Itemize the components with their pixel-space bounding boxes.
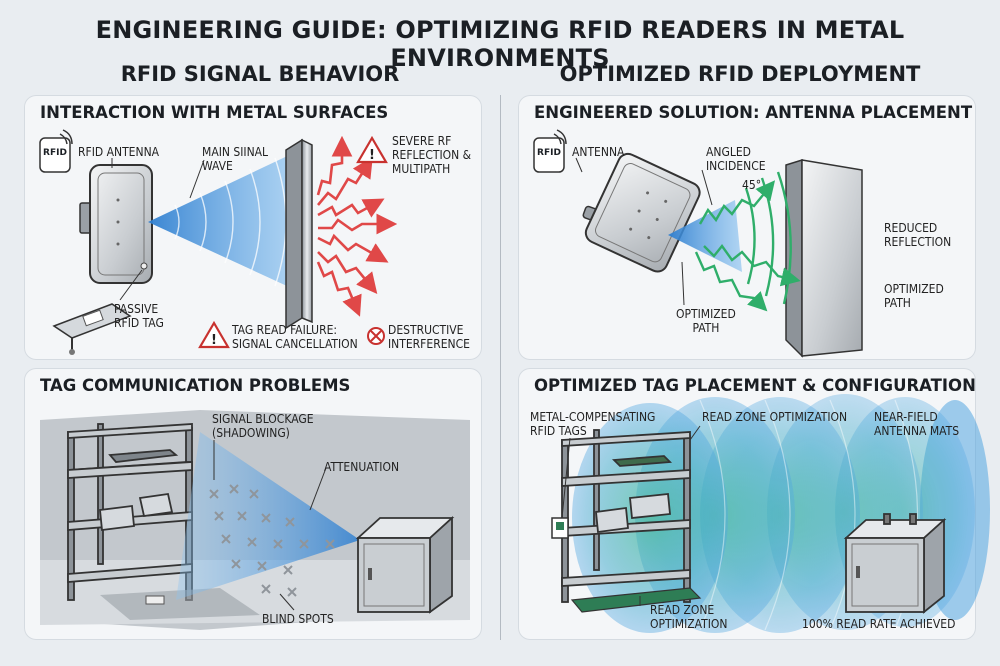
label-read-zone-top: READ ZONE OPTIMIZATION (702, 410, 848, 424)
near-field-mat (570, 587, 702, 613)
metal-shelving-unit-right (561, 429, 691, 603)
rfid-badge-icon (39, 129, 73, 173)
rfid-badge-icon (533, 129, 567, 173)
label-antenna: ANTENNA (572, 145, 625, 159)
rfid-badge-text: RFID (537, 148, 561, 158)
left-column-heading: RFID SIGNAL BEHAVIOR (120, 62, 400, 86)
floor-tag (145, 595, 165, 605)
svg-text:!: ! (211, 333, 217, 348)
optimized-paths (694, 180, 801, 312)
label-signal-blockage: SIGNAL BLOCKAGE(SHADOWING) (212, 412, 314, 440)
label-angle: 45° (742, 178, 762, 192)
warning-icon: ! (356, 135, 388, 164)
page-title: ENGINEERING GUIDE: OPTIMIZING RFID READE… (95, 16, 905, 72)
svg-text:!: ! (369, 148, 375, 163)
warning-icon: ! (198, 320, 230, 349)
rfid-antenna-left (79, 164, 153, 284)
rfid-badge-text: RFID (43, 148, 67, 158)
multipath-reflections (316, 135, 398, 317)
metal-plate-right (785, 158, 863, 358)
main-signal-beam (148, 150, 300, 292)
passive-rfid-tag (52, 303, 132, 355)
label-tag-read-failure: TAG READ FAILURE:SIGNAL CANCELLATION (232, 323, 358, 351)
label-rfid-antenna: RFID ANTENNA (78, 145, 160, 159)
tag-problems-title: TAG COMMUNICATION PROBLEMS (40, 376, 351, 395)
metal-surface (285, 138, 313, 330)
metal-cabinet-right (843, 513, 947, 614)
tag-placement-title: OPTIMIZED TAG PLACEMENT & CONFIGURATION (534, 376, 976, 395)
interference-icon (367, 327, 385, 345)
metal-cabinet-left (355, 515, 455, 614)
metal-compensating-tag (551, 517, 569, 539)
rfid-antenna-right (582, 152, 701, 273)
label-blind-spots: BLIND SPOTS (262, 612, 334, 626)
angled-signal-beam (668, 200, 742, 272)
antenna-placement-title: ENGINEERED SOLUTION: ANTENNA PLACEMENT (534, 103, 973, 122)
label-attenuation: ATTENUATION (324, 460, 400, 474)
column-divider (500, 95, 501, 640)
label-read-rate: 100% READ RATE ACHIEVED (802, 617, 956, 631)
right-column-heading: OPTIMIZED RFID DEPLOYMENT (559, 62, 921, 86)
blind-spot-markers (209, 484, 335, 597)
metal-interaction-title: INTERACTION WITH METAL SURFACES (40, 103, 389, 122)
